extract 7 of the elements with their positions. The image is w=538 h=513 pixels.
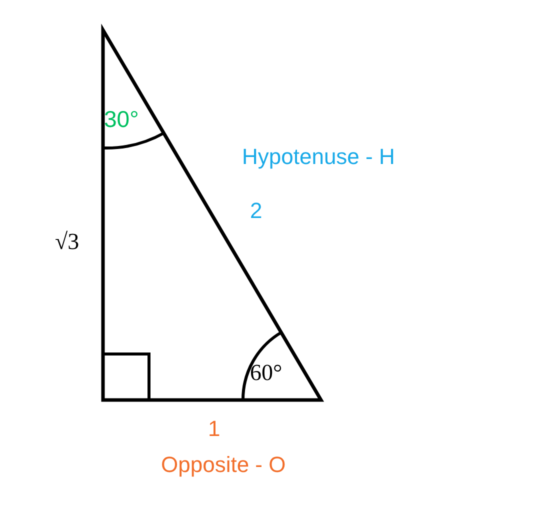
side-length: √3 [55, 230, 80, 253]
side-name: Opposite - O [161, 454, 286, 476]
angle-label: 30° [104, 108, 139, 131]
side-name: Hypotenuse - H [242, 146, 395, 168]
angle-label: 60° [250, 361, 282, 384]
side-length: 2 [250, 200, 262, 222]
side-length: 1 [208, 418, 220, 440]
